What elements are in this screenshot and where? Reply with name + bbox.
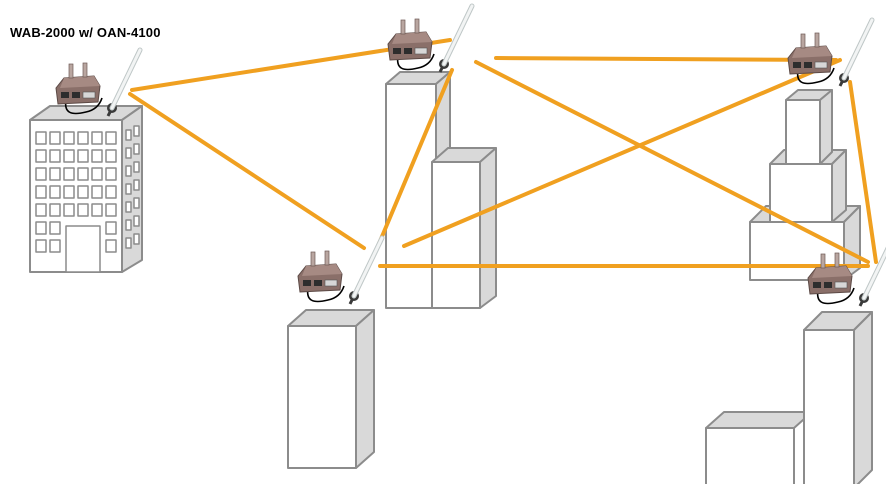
wireless-links: [128, 38, 878, 268]
node-block-center: [298, 238, 382, 304]
right-tall-building: [803, 311, 873, 484]
wireless-link-tower-top-center-to-tower-top-right: [494, 56, 838, 62]
right-low-building: [705, 411, 813, 484]
office-building: [29, 105, 143, 273]
diagram-title: WAB-2000 w/ OAN-4100: [10, 25, 161, 40]
buildings: [29, 71, 873, 484]
wireless-link-tower-top-center-to-tower-lower-right: [474, 60, 870, 264]
wireless-bridge-icon: [388, 6, 472, 72]
office-windows: [35, 125, 140, 273]
center-block-building: [287, 309, 375, 469]
wireless-link-office-to-block-center: [128, 92, 366, 250]
wireless-link-tower-top-right-to-block-center: [402, 58, 842, 248]
wireless-bridge-icon: [298, 238, 382, 304]
wireless-link-tower-top-center-to-block-center: [376, 68, 454, 248]
wireless-link-tower-top-right-to-tower-lower-right: [848, 80, 878, 264]
node-tower-top-center: [388, 6, 472, 72]
